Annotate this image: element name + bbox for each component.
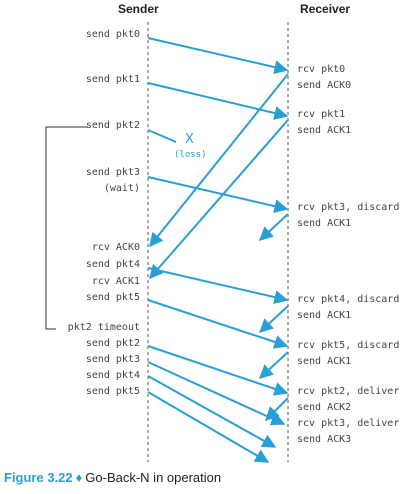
arrow-ack2 xyxy=(265,397,289,421)
receiver-event-label: rcv pkt5, discard xyxy=(297,340,400,351)
arrow-pkt2-resend xyxy=(147,345,289,396)
receiver-event-label: send ACK1 xyxy=(297,310,352,321)
timeout-bracket xyxy=(45,126,88,330)
arrow-pkt3-resend xyxy=(147,361,286,426)
arrow-ack1-d xyxy=(258,351,289,379)
loss-text: (loss) xyxy=(174,150,207,160)
sender-event-label: send pkt1 xyxy=(85,74,140,85)
receiver-event-label: rcv pkt4, discard xyxy=(297,294,400,305)
receiver-event-label: rcv pkt0 xyxy=(297,64,346,75)
sender-event-label: send pkt4 xyxy=(85,370,140,381)
receiver-event-label: rcv pkt1 xyxy=(297,109,346,120)
sender-event-label: send pkt4 xyxy=(85,259,140,270)
receiver-event-label: rcv pkt2, deliver xyxy=(297,386,400,397)
sender-event-label: (wait) xyxy=(103,183,140,194)
arrow-pkt2-lost xyxy=(147,129,177,143)
arrow-ack0 xyxy=(149,73,289,248)
arrow-pkt3 xyxy=(147,176,289,213)
arrow-ack1 xyxy=(149,119,289,280)
arrow-ack1-c xyxy=(258,305,289,333)
arrow-pkt0 xyxy=(147,37,289,74)
sender-event-label: rcv ACK0 xyxy=(91,242,140,253)
receiver-event-label: send ACK1 xyxy=(297,125,352,136)
receiver-event-label: send ACK1 xyxy=(297,218,352,229)
receiver-event-label: send ACK1 xyxy=(297,356,352,367)
receiver-event-label: rcv pkt3, deliver xyxy=(297,418,400,429)
figure-caption: Figure 3.22♦Go-Back-N in operation xyxy=(4,470,221,485)
caption-figure-number: Figure 3.22 xyxy=(4,470,73,485)
arrow-pkt4-resend xyxy=(147,375,277,448)
caption-diamond: ♦ xyxy=(75,470,83,485)
sender-event-label: send pkt5 xyxy=(85,292,140,303)
receiver-event-label: send ACK0 xyxy=(297,80,352,91)
sender-event-label: send pkt3 xyxy=(85,167,140,178)
sender-event-label: pkt2 timeout xyxy=(67,322,140,333)
sender-header: Sender xyxy=(118,2,159,16)
sender-event-label: send pkt0 xyxy=(85,29,140,40)
arrow-pkt5 xyxy=(147,299,289,349)
sender-event-label: send pkt2 xyxy=(85,338,140,349)
sender-event-label: send pkt2 xyxy=(85,120,140,131)
sender-event-label: send pkt3 xyxy=(85,354,140,365)
receiver-event-label: send ACK2 xyxy=(297,402,352,413)
arrow-pkt4 xyxy=(147,267,289,304)
caption-text: Go-Back-N in operation xyxy=(85,470,222,485)
receiver-event-label: send ACK3 xyxy=(297,434,352,445)
arrow-pkt5-resend xyxy=(147,391,270,463)
sender-event-label: send pkt5 xyxy=(85,386,140,397)
receiver-event-label: rcv pkt3, discard xyxy=(297,202,400,213)
loss-mark: X xyxy=(185,132,194,147)
receiver-header: Receiver xyxy=(300,2,351,16)
sender-event-label: rcv ACK1 xyxy=(91,276,140,287)
arrow-pkt1 xyxy=(147,82,289,120)
arrow-ack1-b xyxy=(258,213,289,241)
